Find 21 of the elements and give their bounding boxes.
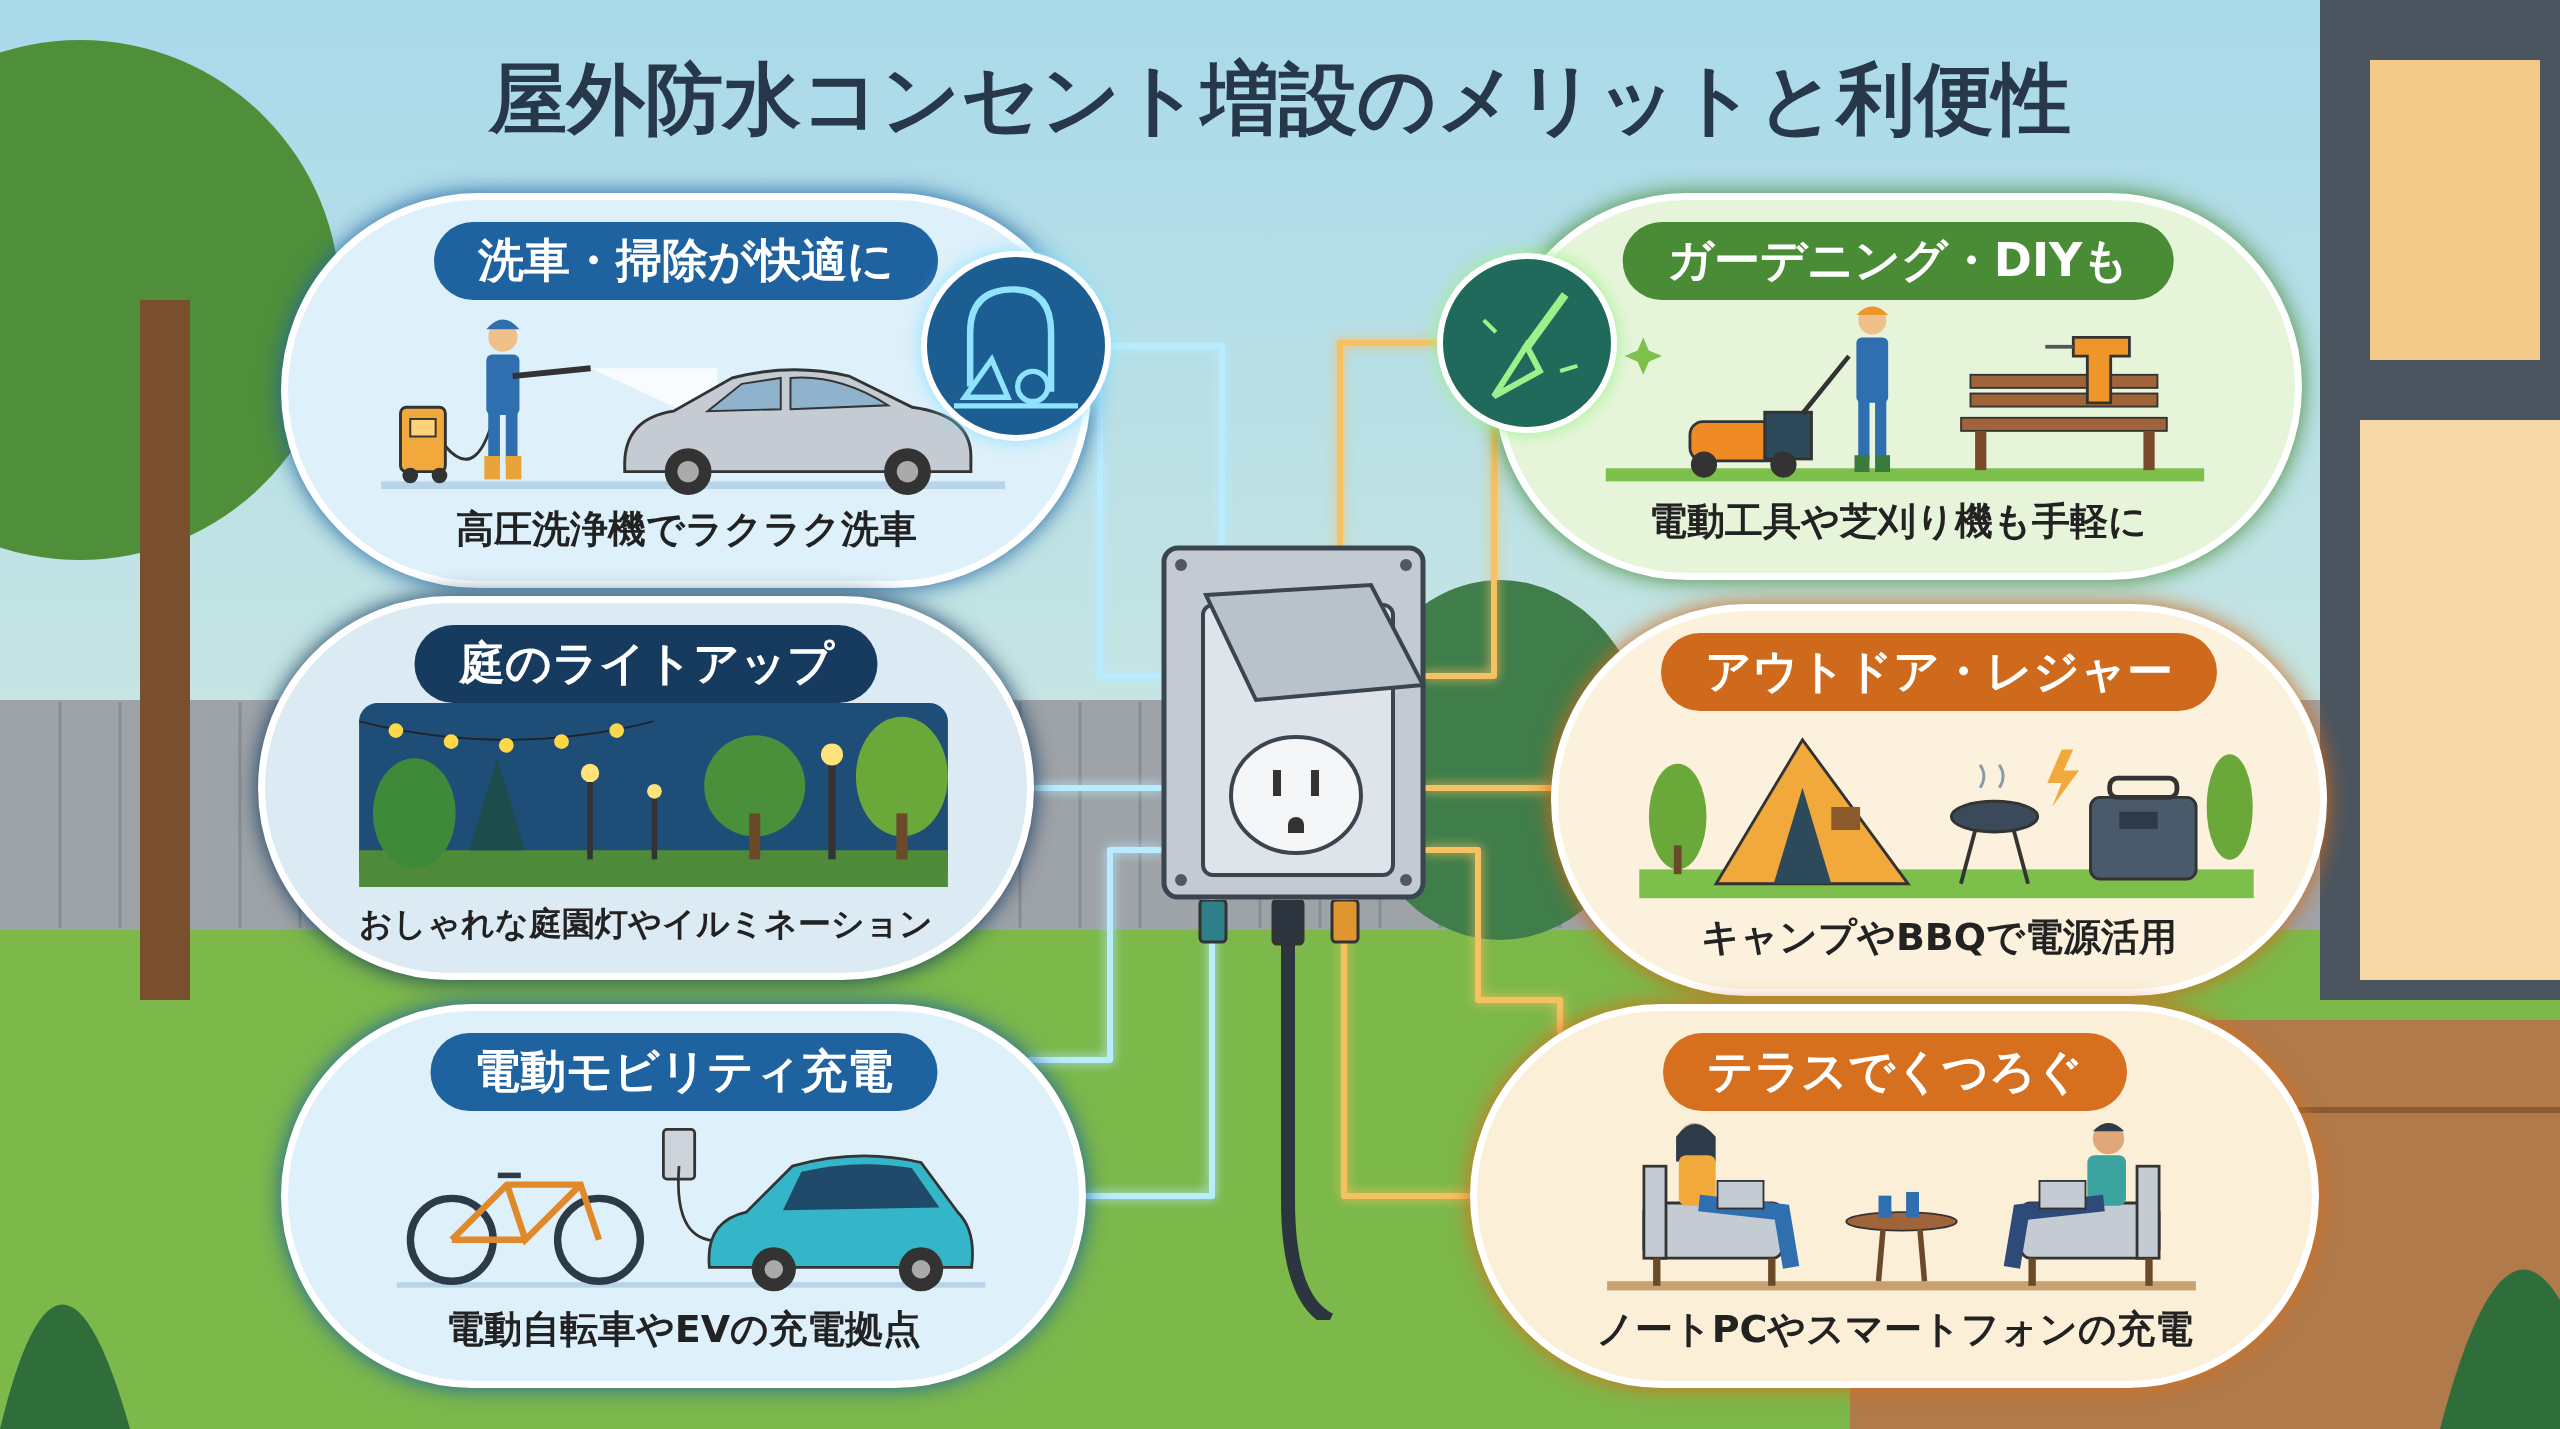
connector-line [1032,785,1163,791]
panel-heading: アウトドア・レジャー [1661,633,2217,711]
panel-heading: ガーデニング・DIYも [1622,222,2174,300]
panel-caption: 電動工具や芝刈り機も手軽に [1649,498,2147,545]
connector-line [1424,847,1563,1036]
panel-caption: ノートPCやスマートフォンの充電 [1595,1306,2194,1353]
connector-line [1424,424,1497,679]
connector-line [1424,785,1554,791]
connector-line [1109,343,1225,547]
connector-line [1027,847,1163,1063]
panel-heading: 庭のライトアップ [414,625,878,703]
panel-caption: 高圧洗浄機でラクラク洗車 [455,506,917,553]
connector-line [1097,388,1163,679]
connector-line [1337,340,1439,547]
panel-caption: おしゃれな庭園灯やイルミネーション [359,903,933,945]
title: 屋外防水コンセント増設のメリットと利便性 [487,53,2072,146]
panel-heading: テラスでくつろぐ [1662,1033,2127,1111]
panel-caption: 電動自転車やEVの充電拠点 [445,1306,922,1353]
panel-caption: キャンプやBBQで電源活用 [1700,914,2178,961]
panel-heading: 洗車・掃除が快適に [434,222,938,300]
panel-heading: 電動モビリティ充電 [430,1033,937,1111]
